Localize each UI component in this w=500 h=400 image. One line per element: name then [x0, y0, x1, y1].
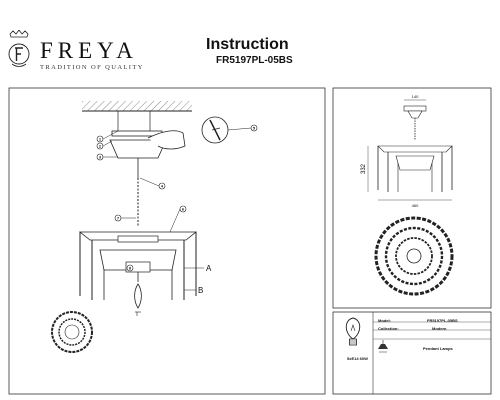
callout-8: 8	[129, 266, 132, 271]
pendant-lamp-icon	[378, 340, 388, 353]
width-dimension: 460	[412, 203, 419, 208]
spec-lamp-type: Pendant Lamps	[423, 346, 453, 351]
brand-name: FREYA	[40, 38, 138, 63]
callout-4: 4	[161, 184, 164, 189]
brand-tagline: TRADITION OF QUALITY	[40, 64, 144, 71]
side-view-top	[377, 145, 453, 153]
document-model-number: FR5197PL-05BS	[216, 55, 293, 66]
callout-3: 3	[99, 155, 102, 160]
spec-model-value: FR5197PL-05BS	[427, 318, 458, 323]
spec-panel-frame	[332, 311, 492, 395]
callout-7: 7	[117, 216, 120, 221]
top-dimension: 140	[412, 94, 419, 99]
dimensions-panel-frame	[332, 87, 492, 309]
candle-bulb	[134, 283, 142, 309]
callout-5: 5	[253, 126, 256, 131]
document-title: Instruction	[206, 36, 289, 53]
canopy	[109, 139, 167, 159]
spec-collection-label: Collection:	[378, 326, 399, 331]
callout-circles	[96, 124, 258, 272]
wire-connector	[147, 130, 186, 150]
label-a: A	[206, 264, 212, 273]
spec-collection-value: Modern	[432, 326, 447, 331]
brand-crest-icon	[8, 30, 30, 67]
label-b: B	[198, 286, 203, 295]
glass-ring-detail-outer	[51, 311, 93, 353]
callout-1: 1	[99, 137, 102, 142]
bulb-rating: 5xE14 60W	[347, 356, 368, 361]
assembly-panel-frame	[8, 87, 326, 395]
bulb-icon	[345, 317, 361, 346]
callout-2: 2	[99, 144, 102, 149]
height-dimension: 332	[361, 163, 367, 174]
ceiling-hatch	[82, 101, 192, 111]
callout-6: 6	[182, 207, 185, 212]
spec-model-label: Model:	[378, 318, 391, 323]
top-view-outer-ring	[374, 216, 454, 296]
